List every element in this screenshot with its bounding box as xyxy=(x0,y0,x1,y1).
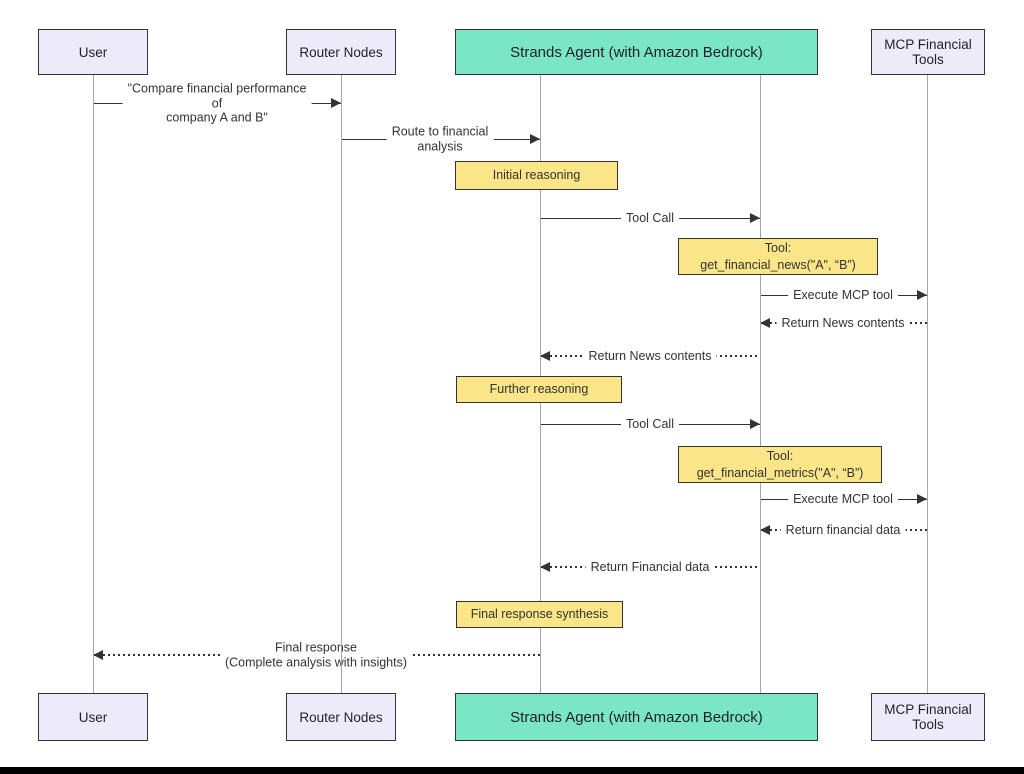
arrowhead-left-icon xyxy=(93,650,103,660)
message-label: Route to financial analysis xyxy=(386,124,494,154)
note-line: get_financial_news("A", “B”) xyxy=(700,257,856,272)
message-label: Tool Call xyxy=(621,416,679,432)
note-final-response-synthesis: Final response synthesis xyxy=(456,601,623,628)
participant-label: Router Nodes xyxy=(299,44,383,60)
message-label-line: Route to financial xyxy=(391,124,489,139)
message-label-line: of xyxy=(211,95,223,110)
note-line: Final response synthesis xyxy=(470,607,609,622)
message-label-line: Tool Call xyxy=(626,416,674,431)
arrowhead-right-icon xyxy=(917,494,927,504)
note-line: Further reasoning xyxy=(489,382,589,397)
participant-router-bottom: Router Nodes xyxy=(286,693,396,741)
arrowhead-right-icon xyxy=(750,213,760,223)
note-line: Tool: xyxy=(764,240,792,255)
message-label-line: Return News contents xyxy=(588,348,712,363)
arrowhead-left-icon xyxy=(760,525,770,535)
participant-label: User xyxy=(78,709,108,725)
note-tool-news: Tool: get_financial_news("A", “B”) xyxy=(678,238,878,275)
message-label-line: Execute MCP tool xyxy=(793,491,893,506)
lifeline-router xyxy=(341,75,342,693)
participant-mcp-top: MCP Financial Tools xyxy=(871,29,985,75)
note-line: get_financial_metrics("A", “B”) xyxy=(696,465,864,480)
participant-agent-top: Strands Agent (with Amazon Bedrock) xyxy=(455,29,818,75)
message-label-line: (Complete analysis with insights) xyxy=(224,655,408,669)
message-label-line: Return Financial data xyxy=(590,559,710,574)
participant-label: MCP Financial Tools xyxy=(884,37,972,67)
message-label-line: Return financial data xyxy=(785,522,901,537)
participant-label: User xyxy=(78,44,108,60)
message-label-line: Return News contents xyxy=(781,315,905,330)
participant-mcp-bottom: MCP Financial Tools xyxy=(871,693,985,741)
message-label: Return News contents xyxy=(776,315,910,331)
lifeline-agent-tools xyxy=(760,75,761,693)
arrowhead-right-icon xyxy=(331,98,341,108)
message-label-line: company A and B" xyxy=(166,110,268,125)
message-label: Execute MCP tool xyxy=(788,491,898,507)
message-label: Tool Call xyxy=(621,210,679,226)
participant-user-bottom: User xyxy=(38,693,148,741)
participant-agent-bottom: Strands Agent (with Amazon Bedrock) xyxy=(455,693,818,741)
message-label: Execute MCP tool xyxy=(788,287,898,303)
bottom-edge-bar xyxy=(0,767,1024,774)
lifeline-mcp xyxy=(927,75,928,693)
note-initial-reasoning: Initial reasoning xyxy=(455,161,618,190)
participant-label: Strands Agent (with Amazon Bedrock) xyxy=(510,708,763,726)
participant-label: Router Nodes xyxy=(299,709,383,725)
note-further-reasoning: Further reasoning xyxy=(456,376,622,403)
lifeline-user xyxy=(93,75,94,693)
participant-label: Strands Agent (with Amazon Bedrock) xyxy=(510,43,763,61)
message-label-line: analysis xyxy=(417,139,463,153)
message-label-line: "Compare financial performance xyxy=(127,81,307,96)
message-label: Final response (Complete analysis with i… xyxy=(219,640,413,670)
message-label: Return Financial data xyxy=(585,559,715,575)
message-label-line: Execute MCP tool xyxy=(793,287,893,302)
arrowhead-left-icon xyxy=(540,351,550,361)
participant-router-top: Router Nodes xyxy=(286,29,396,75)
participant-user-top: User xyxy=(38,29,148,75)
arrowhead-left-icon xyxy=(540,562,550,572)
message-label-line: Final response xyxy=(274,640,357,655)
arrowhead-left-icon xyxy=(760,318,770,328)
message-label: Return News contents xyxy=(583,348,717,364)
note-line: Tool: xyxy=(766,448,794,463)
message-label: "Compare financial performance of compan… xyxy=(122,81,312,125)
arrowhead-right-icon xyxy=(530,134,540,144)
participant-label: MCP Financial Tools xyxy=(884,702,972,732)
message-label-line: Tool Call xyxy=(626,210,674,225)
message-label: Return financial data xyxy=(780,522,906,538)
note-tool-metrics: Tool: get_financial_metrics("A", “B”) xyxy=(678,446,882,483)
arrowhead-right-icon xyxy=(917,290,927,300)
arrowhead-right-icon xyxy=(750,419,760,429)
note-line: Initial reasoning xyxy=(492,168,581,183)
